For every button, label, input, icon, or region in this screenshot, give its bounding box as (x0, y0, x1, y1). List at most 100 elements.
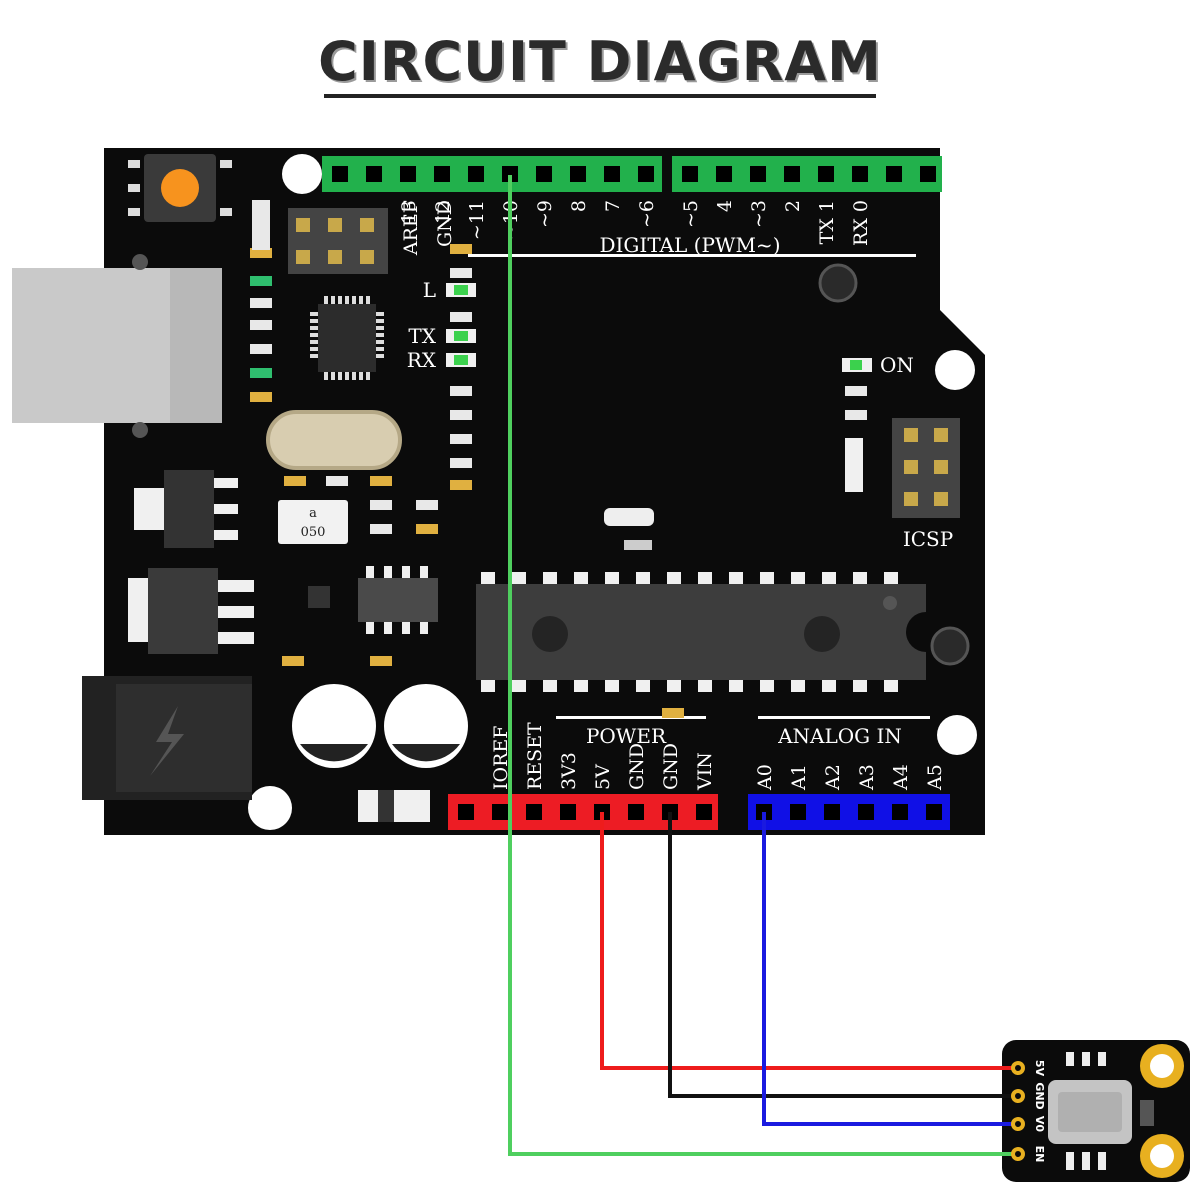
mounting-hole-dark (818, 263, 858, 303)
chip-pin (822, 572, 836, 584)
digital-pin-label: TX 1 (816, 200, 838, 244)
digital-header-label: DIGITAL (PWM~) (600, 233, 781, 257)
digital-header-rule (468, 254, 916, 257)
chip-pin (884, 680, 898, 692)
header-socket (926, 804, 942, 820)
voltage-regulator-small (134, 470, 238, 548)
wire (668, 812, 1018, 1098)
smd-chip (278, 500, 348, 544)
chip-pin (331, 372, 335, 380)
smd-resistor (250, 368, 272, 378)
chip-pin (760, 680, 774, 692)
chip-pin (310, 354, 318, 358)
chip-pin (345, 296, 349, 304)
smd-resistor (662, 708, 684, 718)
chip-pin (376, 354, 384, 358)
voltage-regulator-large (128, 568, 254, 654)
diode (358, 790, 430, 822)
analog-pin-label: A5 (924, 764, 946, 791)
chip-pin (760, 572, 774, 584)
smd-resistor (370, 524, 392, 534)
smd-resistor (450, 480, 472, 490)
chip-pin (324, 372, 328, 380)
chip-pin (331, 296, 335, 304)
smd-resistor (282, 656, 304, 666)
chip-pin (310, 347, 318, 351)
header-socket (638, 166, 654, 182)
module-pin-hole (1015, 1121, 1021, 1127)
mounting-hole-dark (930, 626, 970, 666)
usb-tab-top (132, 254, 148, 270)
smd-resistor (416, 500, 438, 510)
chip-pin (729, 572, 743, 584)
smd-resistor (252, 200, 270, 250)
mounting-hole (282, 154, 322, 194)
header-socket (892, 804, 908, 820)
chip-pin (420, 566, 428, 578)
diagram-title: CIRCUIT DIAGRAM (318, 30, 882, 93)
smd-resistor (250, 248, 272, 258)
usb-connector-shade (170, 268, 222, 423)
on-led-label: ON (880, 353, 914, 377)
digital-pin-label: 7 (602, 200, 624, 212)
header-socket (818, 166, 834, 182)
mounting-hole (248, 786, 292, 830)
module-pin-hole (1015, 1151, 1021, 1157)
chip-label-bottom: 050 (301, 525, 326, 540)
chip-pin (402, 622, 410, 634)
smd-resistor (450, 410, 472, 420)
status-led-light (454, 355, 468, 365)
status-led-light (454, 285, 468, 295)
status-led-light (454, 331, 468, 341)
module-pin-label: GND (1033, 1082, 1046, 1109)
analog-pin-label: A4 (890, 764, 912, 791)
chip-pin (376, 340, 384, 344)
chip-pin (574, 572, 588, 584)
chip-pin (338, 372, 342, 380)
status-led-label: L (423, 278, 436, 302)
header-socket (526, 804, 542, 820)
chip-pin (791, 680, 805, 692)
header-socket (858, 804, 874, 820)
analog-header-block (748, 794, 950, 830)
on-led-light (850, 360, 862, 370)
header-socket (536, 166, 552, 182)
wire (600, 812, 1018, 1070)
analog-header-rule (758, 716, 930, 719)
header-socket (332, 166, 348, 182)
smd-resistor (370, 476, 392, 486)
chip-pin (698, 680, 712, 692)
chip-pin (605, 572, 619, 584)
chip-pin (884, 572, 898, 584)
header-socket (560, 804, 576, 820)
chip-pin (543, 680, 557, 692)
chip-pin (352, 296, 356, 304)
header-socket (604, 166, 620, 182)
gas-sensor-module (1002, 1040, 1190, 1182)
header-socket (502, 166, 518, 182)
digital-pin-label: ~11 (466, 200, 488, 240)
atmega-microcontroller (476, 584, 926, 680)
chip-pin (853, 680, 867, 692)
reset-pin (128, 160, 140, 168)
analog-pin-label: A0 (754, 764, 776, 791)
smd-resistor (250, 392, 272, 402)
chip-pin (310, 340, 318, 344)
digital-pin-label: ~3 (748, 200, 770, 228)
header-socket (790, 804, 806, 820)
power-header-rule (556, 716, 706, 719)
crystal-oscillator (266, 410, 402, 470)
chip-pin (310, 312, 318, 316)
power-pin-label: VIN (694, 752, 716, 791)
smd-resistor (250, 298, 272, 308)
chip-pin (359, 296, 363, 304)
header-socket (824, 804, 840, 820)
analog-pin-label: A3 (856, 764, 878, 791)
header-socket (696, 804, 712, 820)
digital-pin-label: 13 (398, 200, 420, 224)
digital-pin-label: RX 0 (850, 200, 872, 246)
